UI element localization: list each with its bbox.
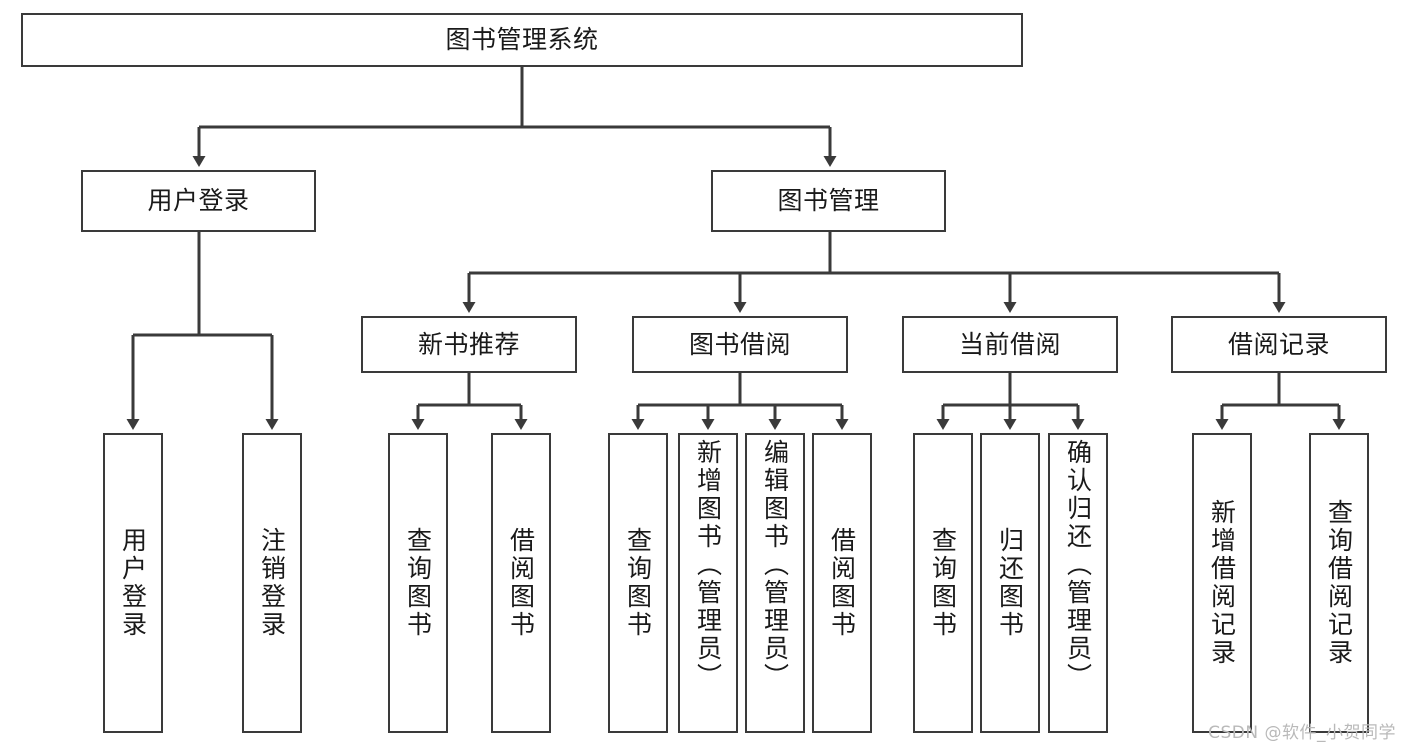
node-book-borrow[interactable]: 图书借阅: [632, 316, 848, 373]
node-leaf-query-book-b[interactable]: 查询图书: [608, 433, 668, 733]
node-leaf-query-record-label: 查询借阅记录: [1324, 499, 1354, 667]
node-leaf-add-book[interactable]: 新增图书（管理员）: [678, 433, 738, 733]
node-leaf-return-book-label: 归还图书: [995, 527, 1025, 639]
node-leaf-return-book[interactable]: 归还图书: [980, 433, 1040, 733]
node-leaf-add-book-label: 新增图书（管理员）: [693, 439, 723, 691]
node-leaf-logout-label: 注销登录: [257, 527, 287, 639]
node-book-manage-label: 图书管理: [777, 186, 880, 216]
node-leaf-query-record[interactable]: 查询借阅记录: [1309, 433, 1369, 733]
node-borrow-record-label: 借阅记录: [1227, 329, 1330, 359]
node-user-login-label: 用户登录: [147, 186, 250, 216]
node-leaf-query-book-c[interactable]: 查询图书: [913, 433, 973, 733]
node-book-borrow-label: 图书借阅: [688, 329, 791, 359]
node-root[interactable]: 图书管理系统: [21, 13, 1023, 67]
node-current-borrow-label: 当前借阅: [958, 329, 1061, 359]
node-leaf-borrow-book-a-label: 借阅图书: [506, 527, 536, 639]
node-leaf-user-login[interactable]: 用户登录: [103, 433, 163, 733]
node-root-label: 图书管理系统: [445, 25, 599, 55]
node-leaf-confirm-return[interactable]: 确认归还（管理员）: [1048, 433, 1108, 733]
node-leaf-query-book-a[interactable]: 查询图书: [388, 433, 448, 733]
node-leaf-borrow-book-a[interactable]: 借阅图书: [491, 433, 551, 733]
node-leaf-borrow-book-b-label: 借阅图书: [827, 527, 857, 639]
node-new-book-rec-label: 新书推荐: [417, 329, 520, 359]
node-leaf-query-book-b-label: 查询图书: [623, 527, 653, 639]
node-leaf-user-login-label: 用户登录: [118, 527, 148, 639]
watermark-text: CSDN @软件_小贺同学: [1208, 723, 1396, 743]
node-leaf-logout[interactable]: 注销登录: [242, 433, 302, 733]
node-book-manage[interactable]: 图书管理: [711, 170, 946, 232]
node-leaf-query-book-a-label: 查询图书: [403, 527, 433, 639]
node-leaf-add-record[interactable]: 新增借阅记录: [1192, 433, 1252, 733]
node-leaf-borrow-book-b[interactable]: 借阅图书: [812, 433, 872, 733]
node-leaf-edit-book[interactable]: 编辑图书（管理员）: [745, 433, 805, 733]
node-leaf-query-book-c-label: 查询图书: [928, 527, 958, 639]
node-leaf-add-record-label: 新增借阅记录: [1207, 499, 1237, 667]
node-current-borrow[interactable]: 当前借阅: [902, 316, 1118, 373]
node-user-login[interactable]: 用户登录: [81, 170, 316, 232]
node-leaf-confirm-return-label: 确认归还（管理员）: [1063, 439, 1093, 691]
node-leaf-edit-book-label: 编辑图书（管理员）: [760, 439, 790, 691]
node-new-book-rec[interactable]: 新书推荐: [361, 316, 577, 373]
node-borrow-record[interactable]: 借阅记录: [1171, 316, 1387, 373]
